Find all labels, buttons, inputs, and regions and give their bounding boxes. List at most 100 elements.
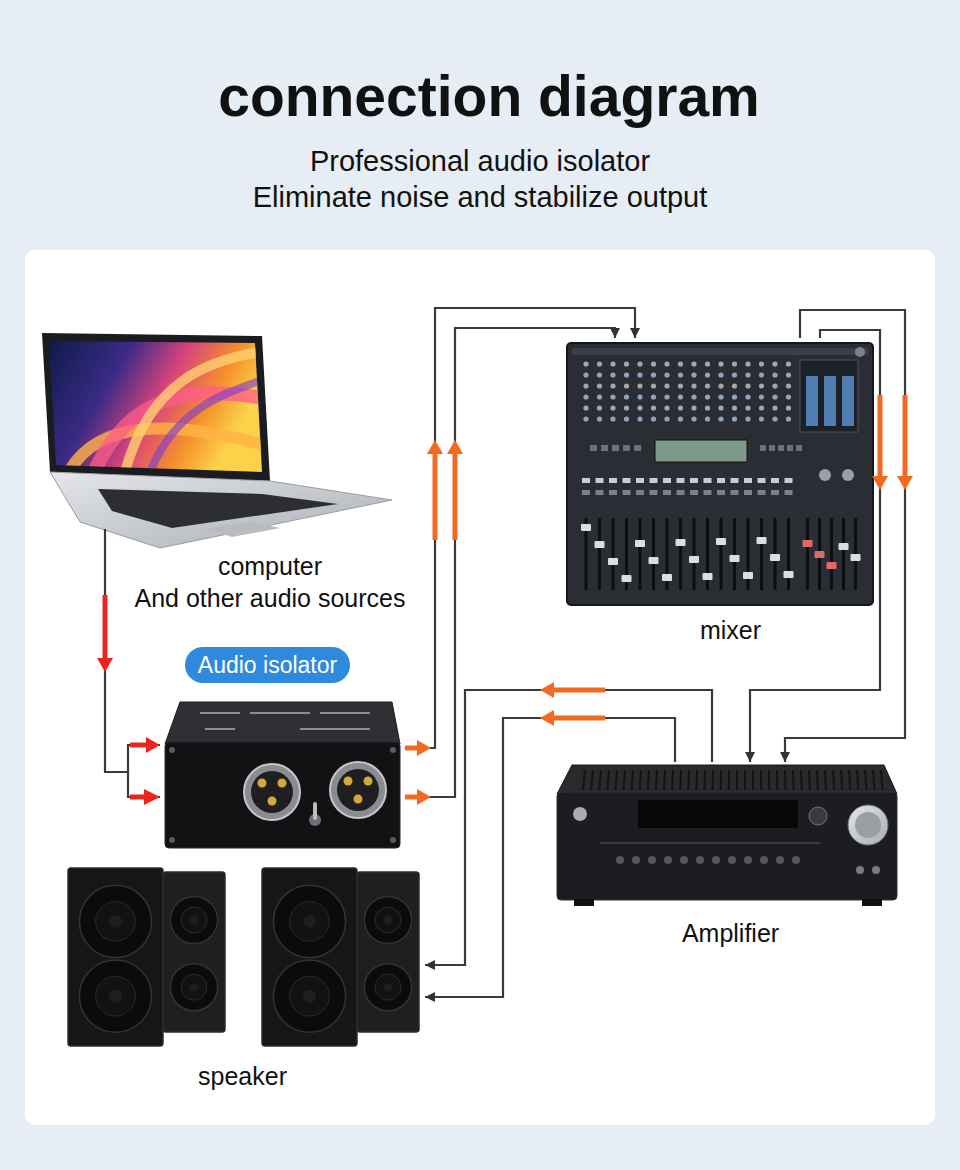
mixer-knob [651, 416, 656, 421]
speaker-cone [79, 960, 151, 1032]
amplifier-vent [640, 770, 641, 790]
speaker-cone-inner [375, 907, 401, 933]
mixer-button [760, 445, 766, 451]
direction-arrow [540, 682, 605, 698]
amplifier-jack [872, 866, 880, 874]
mixer-knob [678, 405, 683, 410]
mixer-button [731, 478, 739, 483]
direction-arrow [540, 710, 605, 726]
amplifier-vent [671, 770, 674, 790]
mixer-knob [732, 416, 737, 421]
mixer-knob [772, 405, 777, 410]
mixer-button [796, 445, 802, 451]
mixer-knob [678, 361, 683, 366]
mixer-button [744, 490, 752, 495]
arrow-head [872, 476, 888, 490]
amplifier-vent [656, 770, 657, 790]
amplifier-vent [615, 770, 617, 790]
device-label: Amplifier [682, 918, 779, 949]
mixer-button [623, 445, 630, 451]
xlr-insert [251, 771, 293, 813]
mixer-button [758, 490, 766, 495]
mixer-knob [610, 394, 615, 399]
speaker-dust-cap [384, 916, 392, 924]
amplifier-button [776, 856, 784, 864]
direction-arrow [130, 797, 146, 798]
device-label: And other audio sources [134, 582, 405, 614]
laptop-trackpad [205, 522, 280, 537]
direction-arrow [405, 789, 431, 805]
mixer-knob [664, 361, 669, 366]
mixer-button [663, 478, 671, 483]
amplifier-vent [679, 770, 682, 790]
mixer-button [785, 490, 793, 495]
power-button [573, 807, 587, 821]
audio-cable [750, 330, 880, 762]
mixer-knob [691, 416, 696, 421]
mixer-button [634, 445, 641, 451]
fader-slot [842, 518, 845, 590]
mixer-knob [786, 361, 791, 366]
mixer-knob [772, 416, 777, 421]
isolator-top [165, 702, 400, 744]
amplifier-top [557, 765, 897, 794]
device-box: mixer [565, 338, 872, 646]
amplifier-vent [808, 770, 811, 790]
speaker-cone [273, 960, 345, 1032]
fader-cap [815, 551, 825, 558]
mixer-knob [583, 372, 588, 377]
xlr-pin [344, 777, 353, 786]
fader-cap [803, 540, 813, 547]
screw [390, 837, 396, 843]
mixer-knob [759, 383, 764, 388]
speaker-cone [79, 885, 151, 957]
amplifier-button [680, 856, 688, 864]
mixer-knob [732, 405, 737, 410]
fader-slot [830, 518, 833, 590]
mixer-knob [745, 383, 750, 388]
mixer-knob [718, 394, 723, 399]
xlr-pin [268, 797, 277, 806]
switch-lever [313, 802, 317, 820]
mixer-knob [624, 361, 629, 366]
direction-arrow [427, 440, 443, 540]
xlr-pin [278, 779, 287, 788]
speaker-dust-cap [303, 915, 316, 928]
arrow-shaft [405, 795, 419, 800]
mixer-knob [705, 416, 710, 421]
mixer-knob [610, 405, 615, 410]
device-box: speaker [60, 860, 425, 1092]
mixer-button [636, 490, 644, 495]
fader-cap [743, 572, 753, 579]
amplifier-button [712, 856, 720, 864]
amplifier-vent [744, 770, 746, 790]
laptop-bezel [42, 333, 270, 481]
mixer-button [771, 490, 779, 495]
speaker-dust-cap [190, 916, 198, 924]
mixer-knob [745, 405, 750, 410]
mixer-knob [664, 394, 669, 399]
arrow-head [897, 476, 913, 490]
laptop-keyboard [98, 489, 338, 528]
mixer-knob [759, 361, 764, 366]
mixer-knob [705, 372, 710, 377]
amplifier-vent [599, 770, 601, 790]
fader-cap [662, 574, 672, 581]
speaker-cone-inner [181, 974, 207, 1000]
mixer-knob [597, 394, 602, 399]
mixer-button [785, 478, 793, 483]
mixer-button [650, 478, 658, 483]
direction-arrow [897, 395, 913, 490]
mixer-button [612, 445, 619, 451]
amplifier-vent [712, 770, 714, 790]
fader-cap [689, 556, 699, 563]
mixer-knob [786, 416, 791, 421]
amplifier-trim [600, 842, 820, 844]
mixer-button [596, 478, 604, 483]
speaker-cone-inner [290, 902, 330, 942]
mixer-knob [691, 361, 696, 366]
mixer-knob [597, 416, 602, 421]
mixer-knob [772, 383, 777, 388]
mixer-button [704, 490, 712, 495]
arrow-head [97, 658, 113, 672]
